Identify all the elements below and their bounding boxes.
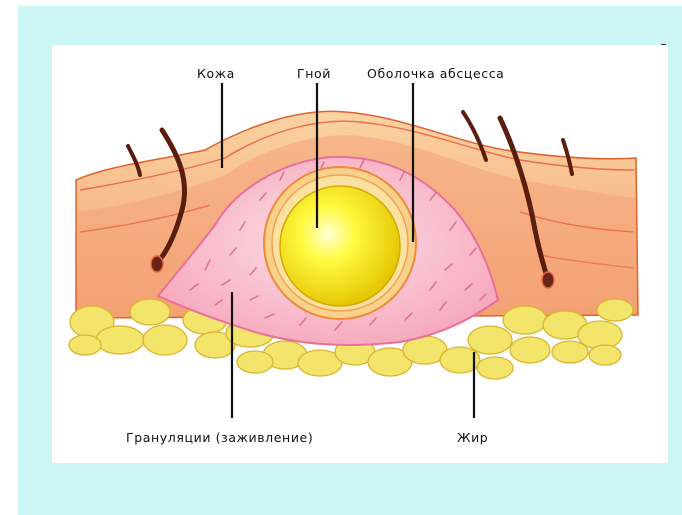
pus-ball [280, 186, 400, 306]
pus-label: Гной [297, 66, 331, 81]
skin-label: Кожа [197, 66, 235, 81]
capsule-label: Оболочка абсцесса [367, 66, 504, 81]
hair-follicle [542, 272, 554, 288]
fat-label: Жир [457, 430, 488, 445]
granulation-label: Грануляции (заживление) [126, 430, 313, 445]
hair-follicle [151, 256, 163, 272]
